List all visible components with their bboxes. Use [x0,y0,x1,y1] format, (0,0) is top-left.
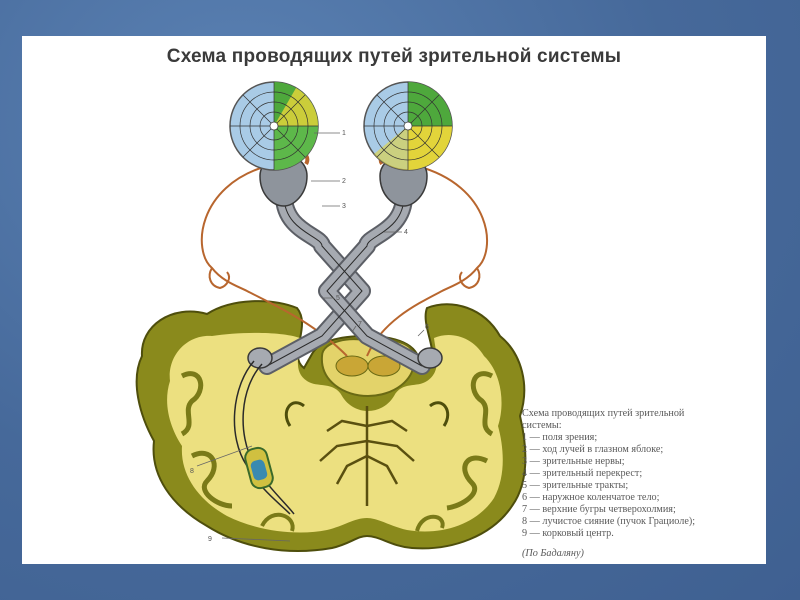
pupillary-pathways [200,165,488,357]
slide: 1 2 3 4 5 7 6 8 9 Схема проводящих путей… [22,36,766,564]
legend-item-3: 3 — зрительные нервы; [522,456,625,467]
legend-item-9: 9 — корковый центр. [522,528,614,539]
callouts [196,132,425,542]
lateral-geniculate-right [417,347,443,369]
legend-item-4: 4 — зрительный перекрест; [522,468,643,479]
legend-heading-2: системы: [522,420,562,431]
callout-9: 9 [208,536,212,543]
legend-heading-1: Схема проводящих путей зрительной [522,408,685,419]
visual-field-right [363,81,453,171]
legend-item-1: 1 — поля зрения; [522,432,598,443]
legend-item-6: 6 — наружное коленчатое тело; [522,492,660,503]
legend-item-2: 2 — ход лучей в глазном яблоке; [522,444,664,455]
legend-item-8: 8 — лучистое сияние (пучок Грациоле); [522,516,696,527]
legend-item-7: 7 — верхние бугры четверохолмия; [522,504,676,515]
callout-8: 8 [190,468,194,475]
callout-7: 7 [358,321,362,328]
optic-nerves [233,187,443,515]
legend-item-5: 5 — зрительные тракты; [522,480,629,491]
callout-5: 5 [336,295,340,302]
legend-source: (По Бадаляну) [522,548,584,559]
lateral-geniculate-left [247,347,273,369]
diagram-title: Схема проводящих путей зрительной систем… [166,46,622,67]
callout-6: 6 [425,324,429,331]
visual-pathway-diagram: 1 2 3 4 5 7 6 8 9 [135,81,527,553]
legend: Схема проводящих путей зрительной систем… [522,408,762,560]
callout-1: 1 [342,130,346,137]
callout-4: 4 [404,229,408,236]
callout-3: 3 [342,203,346,210]
visual-field-left [229,81,319,171]
callout-2: 2 [342,178,346,185]
